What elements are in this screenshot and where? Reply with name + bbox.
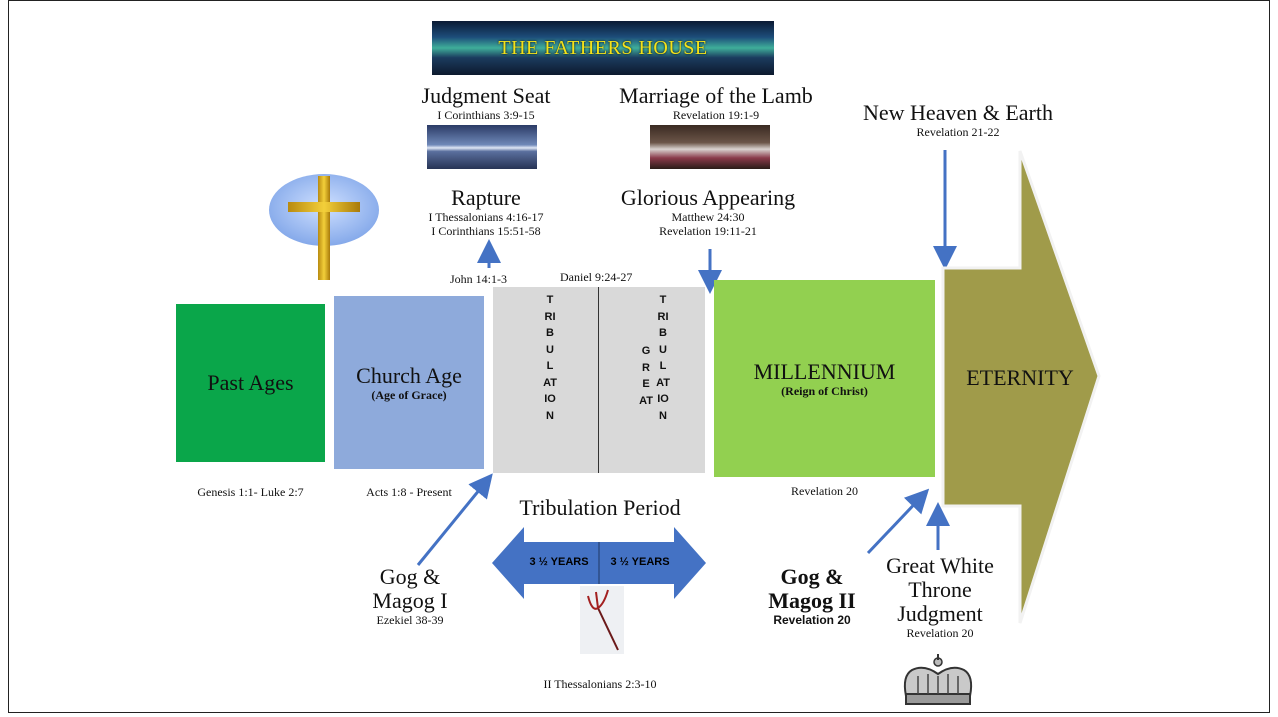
great-letters: GREAT	[639, 345, 653, 407]
glorious-ref-2: Revelation 19:11-21	[659, 224, 757, 238]
trib-period-arrow	[492, 527, 706, 599]
past-ages-ref: Genesis 1:1- Luke 2:7	[197, 485, 304, 499]
millennium-block: MILLENNIUM (Reign of Christ)	[714, 280, 935, 477]
eternity-arrow	[941, 150, 1101, 624]
white-throne-line1: Great White	[886, 553, 994, 578]
rapture-ref-2: I Corinthians 15:51-58	[431, 224, 541, 238]
gog1-line2: Magog I	[372, 588, 448, 613]
marriage-ref: Revelation 19:1-9	[672, 108, 760, 122]
gog2-ref: Revelation 20	[773, 613, 851, 627]
new-heaven-ref: Revelation 21-22	[916, 125, 1000, 139]
tribulation-divider	[598, 287, 599, 473]
church-age-sub: (Age of Grace)	[371, 387, 447, 402]
judgment-seat-ref: I Corinthians 3:9-15	[437, 108, 535, 122]
thess-ref: II Thessalonians 2:3-10	[543, 677, 657, 691]
glorious-ref-1: Matthew 24:30	[671, 210, 745, 224]
fathers-house-banner: THE FATHERS HOUSE	[432, 21, 774, 75]
tribulation-left-letters: TRIBULATION	[543, 294, 557, 422]
white-throne-group: Great White Throne Judgment Revelation 2…	[870, 553, 1010, 641]
white-throne-line2: Throne	[908, 577, 972, 602]
white-throne-ref: Revelation 20	[906, 626, 974, 640]
trib-years-right: 3 ½ YEARS	[610, 556, 670, 568]
eternity-label: ETERNITY	[966, 365, 1074, 390]
crown-icon	[903, 654, 973, 705]
judgment-seat-title: Judgment Seat	[421, 83, 551, 108]
millennium-sub: (Reign of Christ)	[781, 383, 868, 398]
john-ref: John 14:1-3	[450, 272, 507, 286]
glorious-title: Glorious Appearing	[620, 185, 796, 210]
past-ages-block: Past Ages	[176, 304, 325, 462]
gog1-ref: Ezekiel 38-39	[376, 613, 444, 627]
trident-icon	[580, 586, 624, 654]
banner-text: THE FATHERS HOUSE	[498, 36, 708, 59]
marriage-image	[650, 125, 770, 169]
marriage-title: Marriage of the Lamb	[619, 83, 813, 108]
gog2-group: Gog & Magog II Revelation 20	[752, 564, 872, 628]
church-age-block: Church Age (Age of Grace)	[334, 296, 484, 469]
church-age-label: Church Age	[356, 362, 462, 388]
rapture-ref-1: I Thessalonians 4:16-17	[428, 210, 544, 224]
new-heaven-title: New Heaven & Earth	[863, 100, 1053, 125]
trib-period-title: Tribulation Period	[519, 495, 681, 520]
tribulation-right-letters: TRIBULATION	[656, 294, 670, 422]
tribulation-block	[493, 287, 705, 473]
cross-icon	[269, 174, 379, 280]
millennium-label: MILLENNIUM	[753, 358, 896, 384]
rapture-title: Rapture	[451, 185, 521, 210]
gog1-line1: Gog &	[379, 564, 441, 589]
past-ages-label: Past Ages	[207, 370, 294, 395]
church-age-ref: Acts 1:8 - Present	[366, 485, 452, 499]
marriage-group: Marriage of the Lamb Revelation 19:1-9	[598, 83, 834, 123]
slide-frame	[8, 0, 1270, 713]
glorious-group: Glorious Appearing Matthew 24:30 Revelat…	[598, 185, 818, 239]
judgment-seat-group: Judgment Seat I Corinthians 3:9-15	[386, 83, 586, 123]
new-heaven-group: New Heaven & Earth Revelation 21-22	[838, 100, 1078, 140]
gog1-group: Gog & Magog I Ezekiel 38-39	[350, 564, 470, 628]
millennium-ref: Revelation 20	[791, 484, 858, 498]
gog2-arrow	[866, 488, 930, 555]
gog1-arrow	[416, 473, 493, 566]
rapture-group: Rapture I Thessalonians 4:16-17 I Corint…	[386, 185, 586, 239]
trib-years-left: 3 ½ YEARS	[529, 556, 589, 568]
gog2-line1: Gog &	[780, 564, 844, 589]
gog2-line2: Magog II	[768, 588, 856, 613]
judgment-seat-image	[427, 125, 537, 169]
daniel-ref: Daniel 9:24-27	[560, 270, 633, 284]
white-throne-line3: Judgment	[897, 601, 983, 626]
